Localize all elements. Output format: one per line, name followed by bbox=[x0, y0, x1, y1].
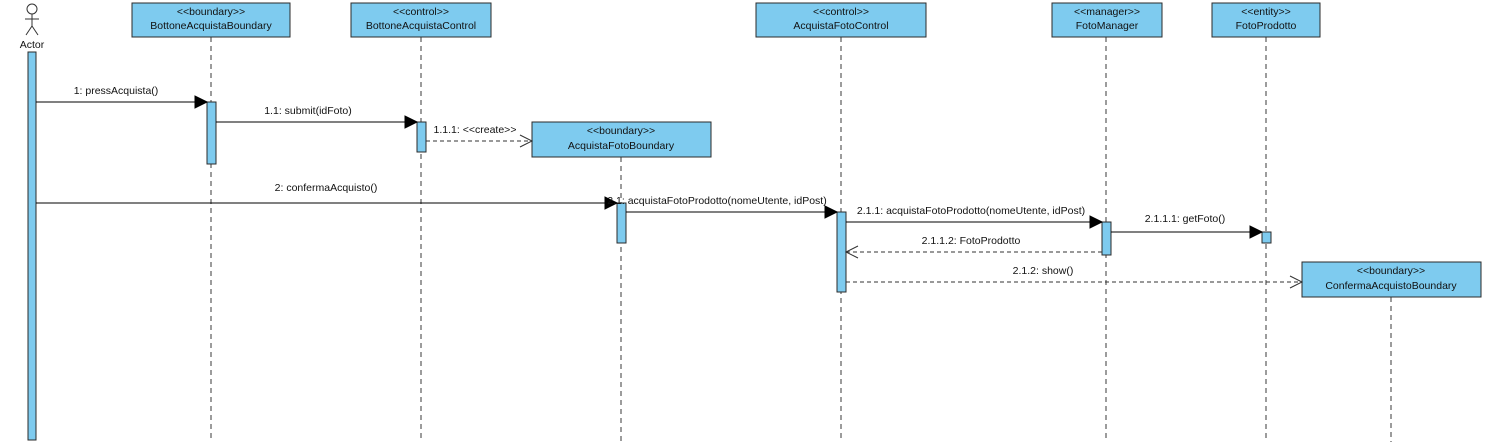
message-create-acquista-foto-boundary[interactable]: 1.1.1: <<create>> bbox=[426, 124, 534, 148]
message-label: 1.1: submit(idFoto) bbox=[264, 105, 352, 117]
message-label: 2: confermaAcquisto() bbox=[275, 182, 378, 194]
message-acquista-foto-prodotto[interactable]: 2.1: acquistaFotoProdotto(nomeUtente, id… bbox=[607, 195, 839, 219]
activation-acquista-foto-boundary bbox=[616, 202, 627, 244]
message-label: 2.1.1.1: getFoto() bbox=[1145, 213, 1226, 225]
message-conferma-acquisto[interactable]: 2: confermaAcquisto() bbox=[36, 182, 619, 210]
stereotype-label: <<control>> bbox=[393, 6, 449, 18]
activation-bottone-acquista-control bbox=[416, 121, 427, 153]
object-bottone-acquista-boundary[interactable]: <<boundary>> BottoneAcquistaBoundary bbox=[131, 2, 291, 38]
message-label: 2.1.1: acquistaFotoProdotto(nomeUtente, … bbox=[857, 205, 1085, 217]
object-name: BottoneAcquistaControl bbox=[366, 20, 476, 32]
activation-foto-manager bbox=[1101, 221, 1112, 256]
message-label: 2.1.2: show() bbox=[1013, 265, 1074, 277]
message-return-foto-prodotto[interactable]: 2.1.1.2: FotoProdotto bbox=[844, 235, 1102, 259]
actor[interactable]: Actor bbox=[20, 3, 45, 51]
actor-label: Actor bbox=[20, 39, 45, 51]
message-show[interactable]: 2.1.2: show() bbox=[846, 265, 1304, 289]
message-label: 1.1.1: <<create>> bbox=[434, 124, 517, 136]
object-name: ConfermaAcquistoBoundary bbox=[1325, 280, 1457, 292]
stereotype-label: <<boundary>> bbox=[177, 6, 245, 18]
message-get-foto[interactable]: 2.1.1.1: getFoto() bbox=[1111, 213, 1264, 239]
object-bottone-acquista-control[interactable]: <<control>> BottoneAcquistaControl bbox=[350, 2, 492, 38]
message-label: 2.1.1.2: FotoProdotto bbox=[922, 235, 1021, 247]
message-label: 1: pressAcquista() bbox=[74, 85, 159, 97]
object-name: FotoManager bbox=[1076, 20, 1139, 32]
message-label: 2.1: acquistaFotoProdotto(nomeUtente, id… bbox=[607, 195, 826, 207]
activation-bottone-acquista-boundary bbox=[206, 101, 217, 165]
message-acquista-foto-prodotto-manager[interactable]: 2.1.1: acquistaFotoProdotto(nomeUtente, … bbox=[846, 205, 1104, 229]
stereotype-label: <<control>> bbox=[813, 6, 869, 18]
object-foto-manager[interactable]: <<manager>> FotoManager bbox=[1051, 2, 1163, 38]
object-acquista-foto-boundary[interactable]: <<boundary>> AcquistaFotoBoundary bbox=[531, 121, 712, 158]
stereotype-label: <<manager>> bbox=[1074, 6, 1140, 18]
stereotype-label: <<entity>> bbox=[1241, 6, 1291, 18]
object-name: AcquistaFotoControl bbox=[793, 20, 888, 32]
object-name: FotoProdotto bbox=[1236, 20, 1297, 32]
message-submit[interactable]: 1.1: submit(idFoto) bbox=[216, 105, 419, 129]
object-foto-prodotto[interactable]: <<entity>> FotoProdotto bbox=[1211, 2, 1321, 38]
object-conferma-acquisto-boundary[interactable]: <<boundary>> ConfermaAcquistoBoundary bbox=[1301, 261, 1482, 298]
message-press-acquista[interactable]: 1: pressAcquista() bbox=[36, 85, 209, 109]
stereotype-label: <<boundary>> bbox=[587, 125, 655, 137]
activation-acquista-foto-control bbox=[836, 211, 847, 293]
activation-foto-prodotto bbox=[1261, 231, 1272, 244]
object-acquista-foto-control[interactable]: <<control>> AcquistaFotoControl bbox=[755, 2, 927, 38]
actor-activation bbox=[27, 51, 37, 441]
stereotype-label: <<boundary>> bbox=[1357, 265, 1425, 277]
object-name: BottoneAcquistaBoundary bbox=[150, 20, 272, 32]
object-name: AcquistaFotoBoundary bbox=[568, 140, 675, 152]
actor-head-icon bbox=[26, 3, 38, 15]
